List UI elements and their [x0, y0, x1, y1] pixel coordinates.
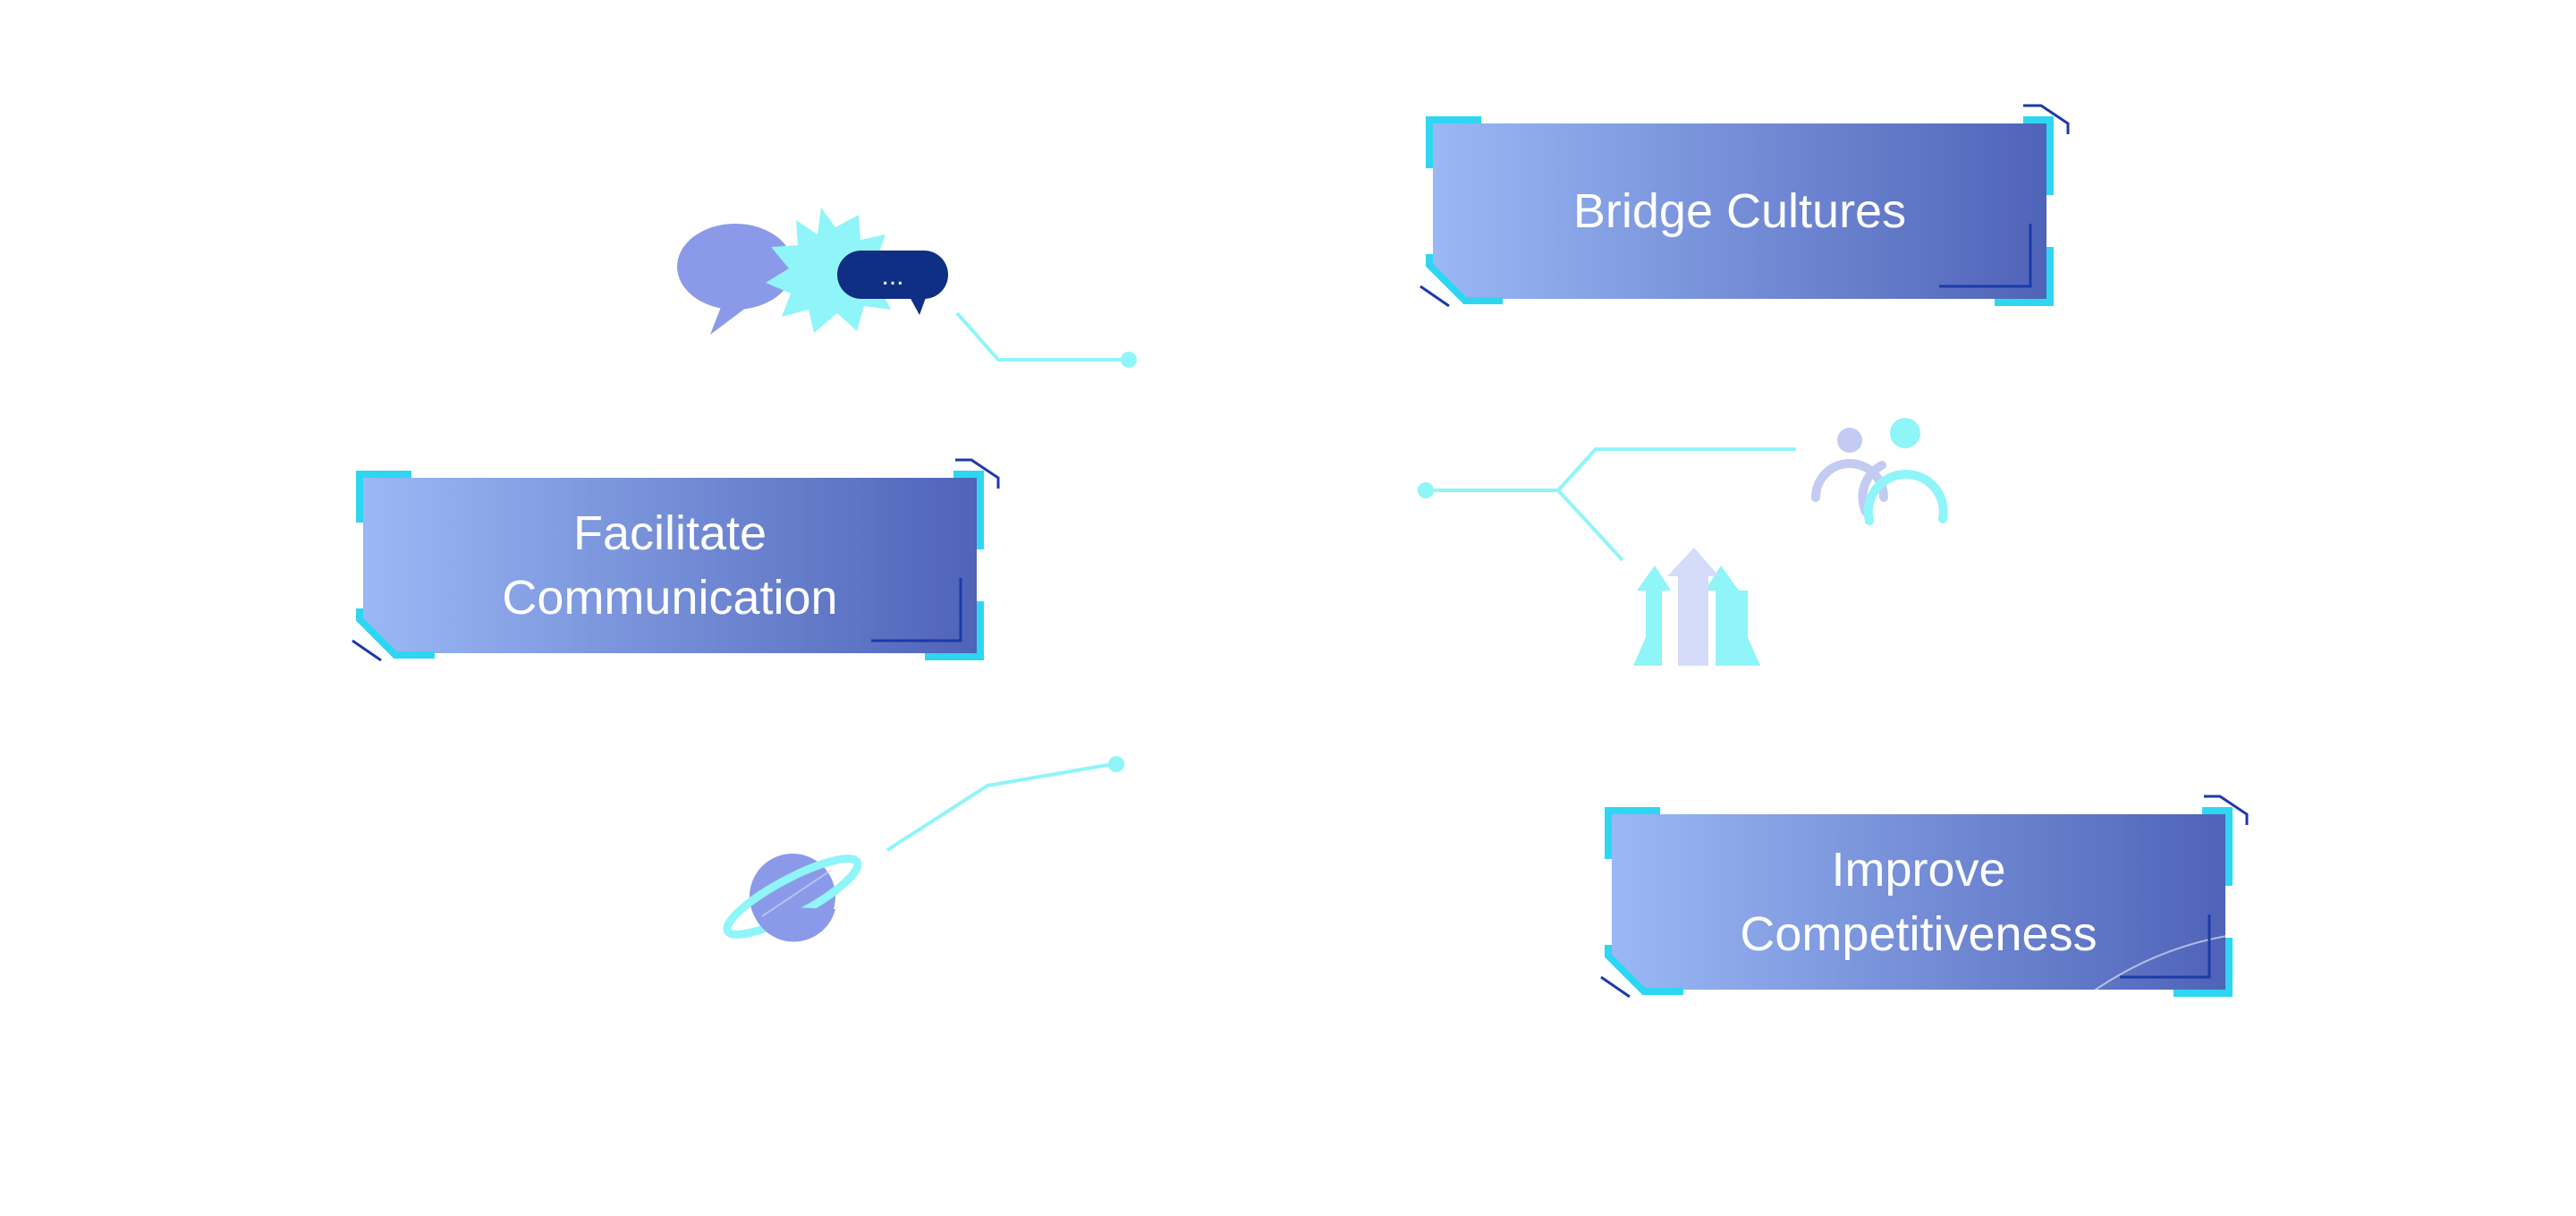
- card-bridge-corner-tr: [2023, 116, 2054, 195]
- card-bridge-corner-bl: [1426, 254, 1503, 304]
- card-improve-inner-br: [2120, 914, 2211, 979]
- people-icon: [1811, 418, 1948, 525]
- card-bridge-cultures: [1419, 104, 2070, 308]
- planet-icon: [723, 854, 862, 942]
- connector-people-arrows: [1418, 447, 1796, 562]
- speech-bubbles-icon: ...: [677, 208, 948, 335]
- card-bridge-tick-bl: [1419, 285, 1450, 308]
- card-bridge-body: [1433, 123, 2046, 299]
- card-improve-corner-br: [2174, 938, 2233, 997]
- card-facilitate-corner-tr: [953, 471, 984, 549]
- growth-arrows-icon: [1617, 548, 1776, 666]
- card-facilitate-tick-bl: [352, 639, 382, 662]
- connector-planet: [886, 756, 1124, 852]
- card-facilitate-corner-br: [925, 601, 984, 660]
- card-bridge-inner-br: [1939, 224, 2032, 288]
- connector-chat: [955, 311, 1137, 368]
- card-bridge-tick-tr: [2023, 104, 2070, 134]
- card-facilitate-corner-tl: [356, 471, 411, 523]
- card-facilitate-communication: [352, 458, 1000, 662]
- card-improve-corner-bl: [1605, 945, 1683, 995]
- card-improve-highlight-arc: [2092, 935, 2228, 992]
- card-improve-corner-tr: [2202, 807, 2233, 886]
- card-improve-body: [1612, 814, 2225, 990]
- burst-shape: [766, 208, 900, 333]
- card-facilitate-corner-bl: [356, 608, 435, 659]
- card-bridge-corner-tl: [1426, 116, 1481, 168]
- card-improve-tick-tr: [2204, 795, 2249, 825]
- card-bridge-corner-br: [1995, 247, 2054, 306]
- bubble-ellipsis: ...: [881, 261, 903, 291]
- card-facilitate-inner-br: [871, 578, 962, 642]
- card-improve-tick-bl: [1600, 975, 1631, 999]
- card-facilitate-body: [363, 478, 977, 653]
- card-improve-corner-tl: [1605, 807, 1660, 859]
- card-improve-competitiveness: [1600, 795, 2249, 999]
- card-facilitate-tick-tr: [955, 458, 1000, 489]
